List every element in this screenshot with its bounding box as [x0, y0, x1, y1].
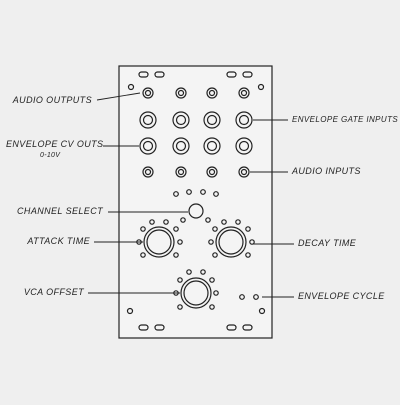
label-envelope-gate-inputs: ENVELOPE GATE INPUTS: [292, 115, 399, 124]
envelope-cv-jack: [203, 137, 221, 155]
audio-input-jack: [142, 166, 154, 178]
screw: [126, 307, 134, 315]
leader-audio-outputs: [96, 92, 141, 101]
label-envelope-cv-outs: ENVELOPE CV OUTS: [6, 139, 104, 149]
audio-output-jack: [175, 87, 187, 99]
channel-select-button: [188, 203, 204, 219]
screw: [258, 307, 266, 315]
mounting-slot: [138, 324, 149, 331]
label-decay-time: DECAY TIME: [298, 238, 357, 248]
audio-input-jack: [206, 166, 218, 178]
mounting-slot: [138, 71, 149, 78]
audio-output-jack: [238, 87, 250, 99]
channel-led: [200, 189, 206, 195]
led: [205, 217, 211, 223]
envelope-cycle-led: [239, 294, 245, 300]
mounting-slot: [242, 71, 253, 78]
label-envelope-cycle: ENVELOPE CYCLE: [298, 291, 385, 301]
envelope-cv-jack: [139, 137, 157, 155]
channel-led: [186, 189, 192, 195]
audio-input-jack: [175, 166, 187, 178]
vca-offset-knob: [180, 277, 212, 309]
channel-led: [213, 191, 219, 197]
mounting-slot: [154, 324, 165, 331]
mounting-slot: [154, 71, 165, 78]
audio-input-jack: [238, 166, 250, 178]
decay-knob: [215, 226, 247, 258]
label-audio-outputs: AUDIO OUTPUTS: [12, 95, 92, 105]
led: [127, 83, 135, 91]
mounting-slot: [226, 71, 237, 78]
audio-output-jack: [142, 87, 154, 99]
label-attack-time: ATTACK TIME: [27, 236, 90, 246]
mounting-slot: [226, 324, 237, 331]
envelope-gate-jack: [139, 111, 157, 129]
envelope-gate-jack: [235, 111, 253, 129]
label-audio-inputs: AUDIO INPUTS: [292, 166, 361, 176]
mounting-slot: [242, 324, 253, 331]
envelope-cv-jack: [235, 137, 253, 155]
envelope-cv-jack: [172, 137, 190, 155]
label-vca-offset: VCA OFFSET: [23, 287, 84, 297]
led: [180, 217, 186, 223]
attack-knob: [143, 226, 175, 258]
led: [257, 83, 265, 91]
envelope-gate-jack: [172, 111, 190, 129]
envelope-cycle-switch: [253, 294, 259, 300]
channel-led: [173, 191, 179, 197]
label-envelope-cv-range: 0-10V: [40, 152, 61, 159]
envelope-gate-jack: [203, 111, 221, 129]
panel-outline: [118, 65, 273, 339]
label-channel-select: CHANNEL SELECT: [17, 206, 103, 216]
audio-output-jack: [206, 87, 218, 99]
